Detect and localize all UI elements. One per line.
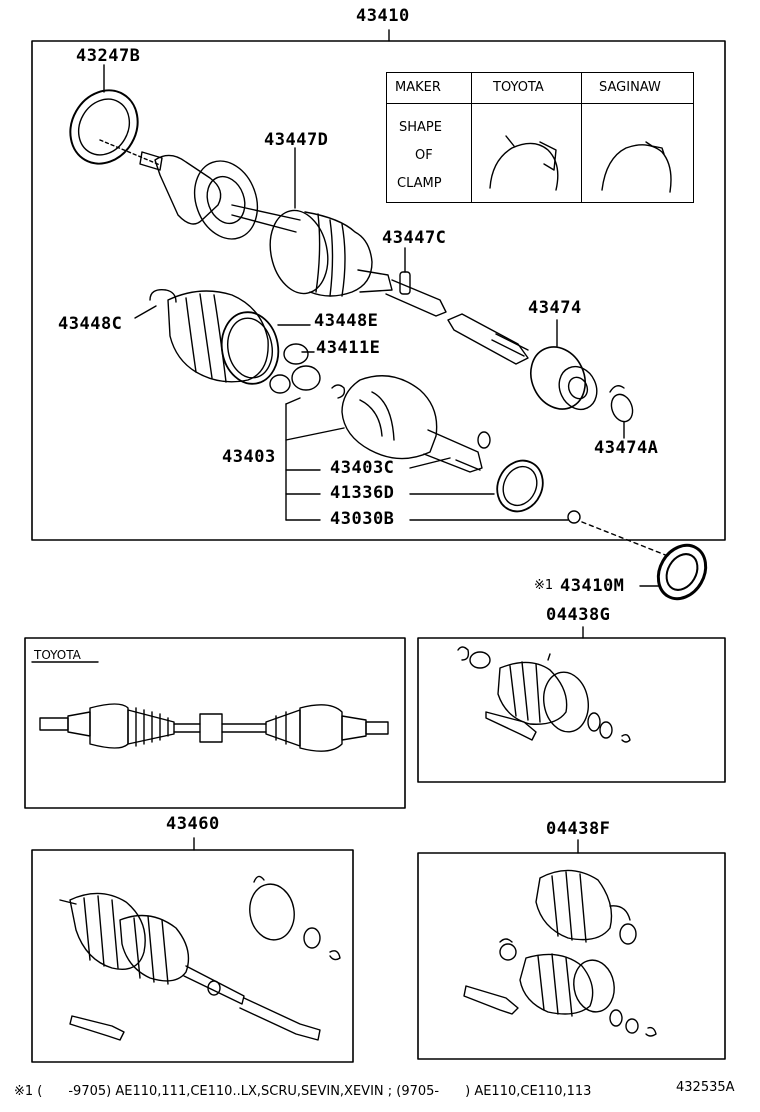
part-label-43411E: 43411E: [316, 338, 381, 358]
inner-joint-housing: [341, 375, 491, 473]
part-label-43403: 43403: [222, 447, 276, 467]
toyota-full-shaft: [39, 703, 389, 752]
seal-ring-43247B: [69, 64, 161, 166]
part-label-43247B: 43247B: [76, 46, 141, 66]
toyota-box-frame: [24, 637, 406, 809]
part-label-41336D: 41336D: [330, 483, 395, 503]
part-label-43474A: 43474A: [594, 438, 659, 458]
table-shape-line1: SHAPE: [399, 120, 442, 135]
clamp-43474A: [609, 385, 634, 439]
kit-04438F-frame: [417, 852, 726, 1060]
table-header-saginaw: SAGINAW: [599, 80, 661, 95]
part-label-43448C: 43448C: [58, 314, 123, 334]
seal-43410M: [639, 543, 708, 601]
part-label-43447D: 43447D: [264, 130, 329, 150]
table-shape-line3: CLAMP: [397, 176, 442, 191]
outer-cv-joint: [139, 151, 301, 240]
boot-43447D: [269, 147, 447, 317]
part-label-43403C: 43403C: [330, 458, 395, 478]
splined-shaft: [447, 313, 529, 365]
clamp-shape-table: MAKER TOYOTA SAGINAW SHAPE OF CLAMP: [386, 72, 694, 203]
kit-04438G-parts: [457, 646, 631, 743]
ring-41336D: [496, 459, 544, 513]
kit-label-43460: 43460: [166, 814, 220, 834]
seal-note-mark: ※1: [534, 578, 554, 593]
kit-04438G-frame: [417, 637, 726, 783]
inner-boot-43448C: [134, 289, 311, 385]
ball-43030B: [567, 510, 581, 524]
table-header-maker: MAKER: [395, 80, 441, 95]
damper-43474: [530, 319, 598, 411]
main-assembly-frame: [31, 40, 726, 541]
part-label-43474: 43474: [528, 298, 582, 318]
saginaw-clamp-drawing: [601, 141, 672, 193]
part-label-43030B: 43030B: [330, 509, 395, 529]
applicability-footnote: ※1 ( -9705) AE110,111,CE110..LX,SCRU,SEV…: [14, 1084, 592, 1099]
shaft-43460-frame: [31, 849, 354, 1063]
part-label-43410: 43410: [356, 6, 410, 26]
shaft-43460-parts: [59, 875, 341, 1041]
toyota-box-title: TOYOTA: [34, 648, 81, 662]
table-header-toyota: TOYOTA: [493, 80, 544, 95]
kit-label-04438F: 04438F: [546, 819, 611, 839]
leader-bracket: [285, 397, 569, 521]
toyota-clamp-drawing: [489, 135, 559, 191]
kit-label-04438G: 04438G: [546, 605, 611, 625]
tripod-43411E: [269, 343, 346, 399]
part-label-43447C: 43447C: [382, 228, 447, 248]
diagram-code: 432535A: [676, 1080, 735, 1095]
kit-04438F-parts: [463, 869, 657, 1037]
part-label-43448E: 43448E: [314, 311, 379, 331]
table-shape-line2: OF: [415, 148, 433, 163]
part-label-43410M: 43410M: [560, 576, 625, 596]
